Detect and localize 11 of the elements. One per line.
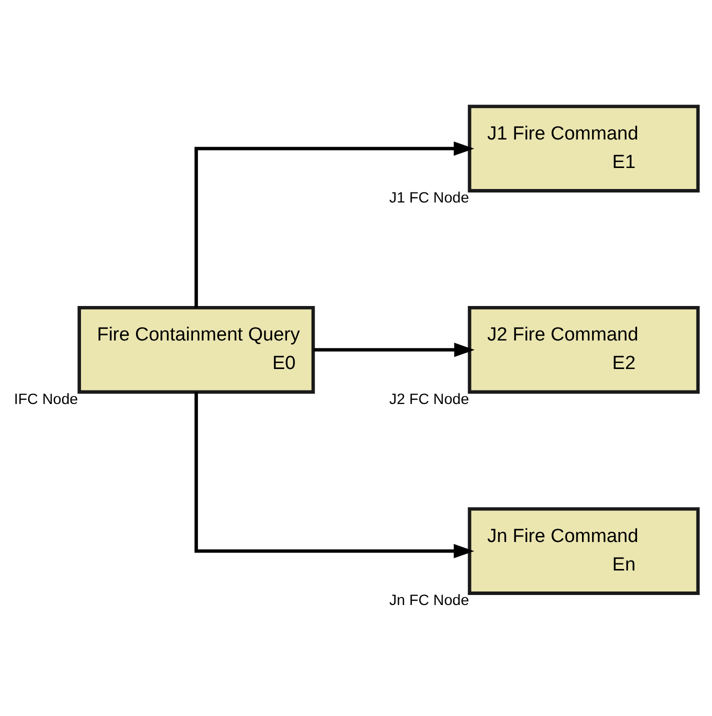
node-label: J1 FC Node	[389, 190, 470, 207]
node-label: Jn FC Node	[389, 592, 470, 610]
node-box: Jn Fire Command En	[468, 507, 700, 595]
arrow	[314, 342, 475, 357]
node-label: IFC Node	[14, 390, 78, 408]
node-label: J2 FC Node	[389, 390, 470, 408]
node-box: J2 Fire Command E2	[468, 306, 700, 394]
arrow	[194, 392, 474, 558]
arrow	[194, 141, 474, 308]
node-box: Fire Containment Query E0	[78, 306, 315, 394]
node-box: J1 Fire Command E1	[468, 104, 700, 192]
